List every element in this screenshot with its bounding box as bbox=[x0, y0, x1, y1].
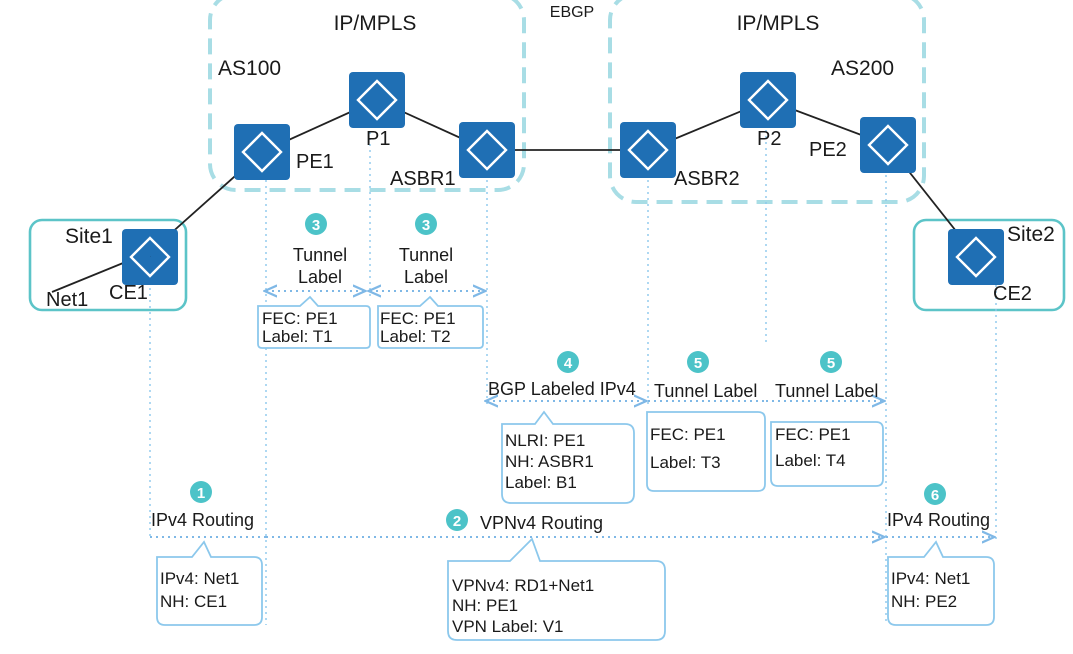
step1-title: IPv4 Routing bbox=[151, 510, 254, 530]
step3b-title-line1: Tunnel bbox=[399, 245, 453, 265]
step-number-icon: 2 bbox=[446, 509, 468, 531]
svg-text:1: 1 bbox=[197, 485, 205, 502]
vertical-guides bbox=[149, 126, 997, 625]
as100-label: AS100 bbox=[218, 57, 281, 80]
ipmpls-right-label: IP/MPLS bbox=[737, 12, 820, 35]
ce2-label: CE2 bbox=[993, 283, 1032, 305]
step3a-title-line1: Tunnel bbox=[293, 245, 347, 265]
step4-label: Label: B1 bbox=[505, 473, 577, 492]
svg-text:4: 4 bbox=[564, 355, 573, 372]
step1-nh: NH: CE1 bbox=[160, 592, 227, 611]
step2-vpnv4: VPNv4: RD1+Net1 bbox=[452, 576, 594, 595]
step6-nh: NH: PE2 bbox=[891, 592, 957, 611]
pe2-label: PE2 bbox=[809, 139, 847, 161]
step-number-icon: 4 bbox=[557, 351, 579, 373]
step2-nh: NH: PE1 bbox=[452, 596, 518, 615]
asbr2-label: ASBR2 bbox=[674, 168, 740, 190]
p1-label: P1 bbox=[366, 128, 390, 150]
router-icon: R bbox=[120, 227, 180, 287]
ebgp-label: EBGP bbox=[550, 4, 594, 21]
asbr1-label: ASBR1 bbox=[390, 168, 456, 190]
ce1-label: CE1 bbox=[109, 282, 148, 304]
step-badges: 3 3 4 5 5 1 2 6 bbox=[190, 213, 946, 531]
net1-label: Net1 bbox=[46, 289, 88, 311]
step4-nlri: NLRI: PE1 bbox=[505, 431, 585, 450]
svg-text:5: 5 bbox=[827, 355, 835, 372]
step3a-fec: FEC: PE1 bbox=[262, 309, 338, 328]
step-number-icon: 5 bbox=[820, 351, 842, 373]
step-number-icon: 6 bbox=[924, 483, 946, 505]
step4-title: BGP Labeled IPv4 bbox=[488, 379, 636, 399]
as100-ipmpls-domain bbox=[208, 0, 526, 192]
step5a-label: Label: T3 bbox=[650, 453, 721, 472]
router-icon bbox=[618, 120, 678, 180]
as200-ipmpls-domain bbox=[608, 0, 926, 204]
step3b-label: Label: T2 bbox=[380, 327, 451, 346]
step3a-label: Label: T1 bbox=[262, 327, 333, 346]
step2-vpn-label: VPN Label: V1 bbox=[452, 617, 564, 636]
step5b-title: Tunnel Label bbox=[775, 381, 878, 401]
step1-ipv4: IPv4: Net1 bbox=[160, 569, 239, 588]
router-icon bbox=[738, 70, 798, 130]
router-glyph-label: R bbox=[150, 256, 151, 258]
router-icon bbox=[347, 70, 407, 130]
ipmpls-left-label: IP/MPLS bbox=[334, 12, 417, 35]
step3b-fec: FEC: PE1 bbox=[380, 309, 456, 328]
callout-shapes bbox=[156, 295, 995, 641]
svg-text:3: 3 bbox=[422, 217, 430, 234]
step5b-label: Label: T4 bbox=[775, 451, 846, 470]
svg-text:3: 3 bbox=[312, 217, 320, 234]
svg-text:5: 5 bbox=[694, 355, 702, 372]
step-number-icon: 3 bbox=[305, 213, 327, 235]
advertisement-arrows bbox=[150, 291, 993, 537]
step2-title: VPNv4 Routing bbox=[480, 513, 603, 533]
router-icon bbox=[457, 120, 517, 180]
step-number-icon: 5 bbox=[687, 351, 709, 373]
step6-ipv4: IPv4: Net1 bbox=[891, 569, 970, 588]
site2-label: Site2 bbox=[1007, 223, 1055, 246]
step-number-icon: 1 bbox=[190, 481, 212, 503]
step4-nh: NH: ASBR1 bbox=[505, 452, 594, 471]
router-icon bbox=[946, 227, 1006, 287]
site1-label: Site1 bbox=[65, 225, 113, 248]
svg-text:2: 2 bbox=[453, 513, 461, 530]
pe1-label: PE1 bbox=[296, 151, 334, 173]
step3b-title-line2: Label bbox=[404, 267, 448, 287]
site2-boundary bbox=[912, 218, 1066, 312]
step5b-fec: FEC: PE1 bbox=[775, 425, 851, 444]
router-icon bbox=[232, 122, 292, 182]
step5a-fec: FEC: PE1 bbox=[650, 425, 726, 444]
step6-title: IPv4 Routing bbox=[887, 510, 990, 530]
as200-label: AS200 bbox=[831, 57, 894, 80]
router-icon bbox=[858, 115, 918, 175]
svg-text:6: 6 bbox=[931, 487, 939, 504]
p2-label: P2 bbox=[757, 128, 781, 150]
site1-boundary bbox=[28, 218, 188, 312]
step3a-title-line2: Label bbox=[298, 267, 342, 287]
step-number-icon: 3 bbox=[415, 213, 437, 235]
step5a-title: Tunnel Label bbox=[654, 381, 757, 401]
